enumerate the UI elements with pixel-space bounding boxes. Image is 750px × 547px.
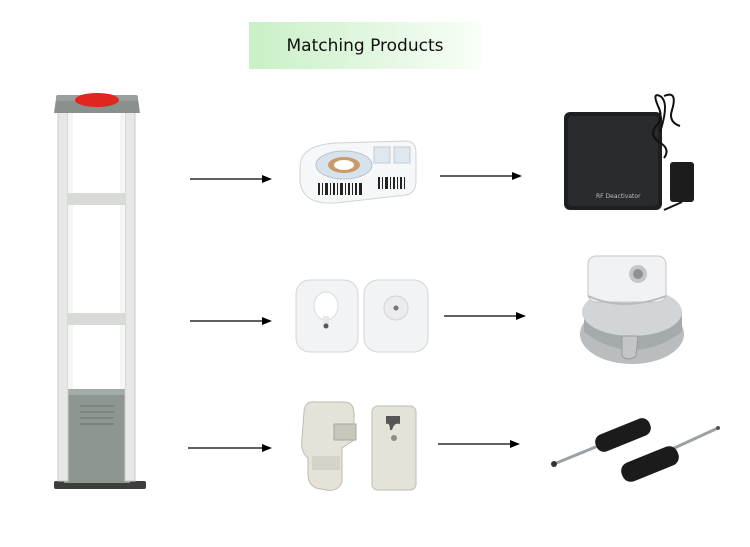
page-title: Matching Products [286,35,444,56]
arrow-row1-right [440,172,522,180]
arrow-row2-left [190,317,272,325]
magnetic-detacher-image [578,252,688,368]
deactivator-pad-image: RF Deactivator [560,92,704,214]
arrow-row3-right [438,440,520,448]
hook-keys-image [550,398,722,490]
deactivator-plate-text: RF Deactivator [596,193,641,200]
page-title-banner: Matching Products [249,22,481,69]
bottle-tags-image [298,398,422,494]
arrow-row1-left [190,175,272,183]
arrow-row3-left [188,444,272,452]
arrow-row2-right [444,312,526,320]
eas-gate-image [50,93,150,493]
label-roll-image [296,137,420,209]
hard-tags-image [294,276,432,356]
